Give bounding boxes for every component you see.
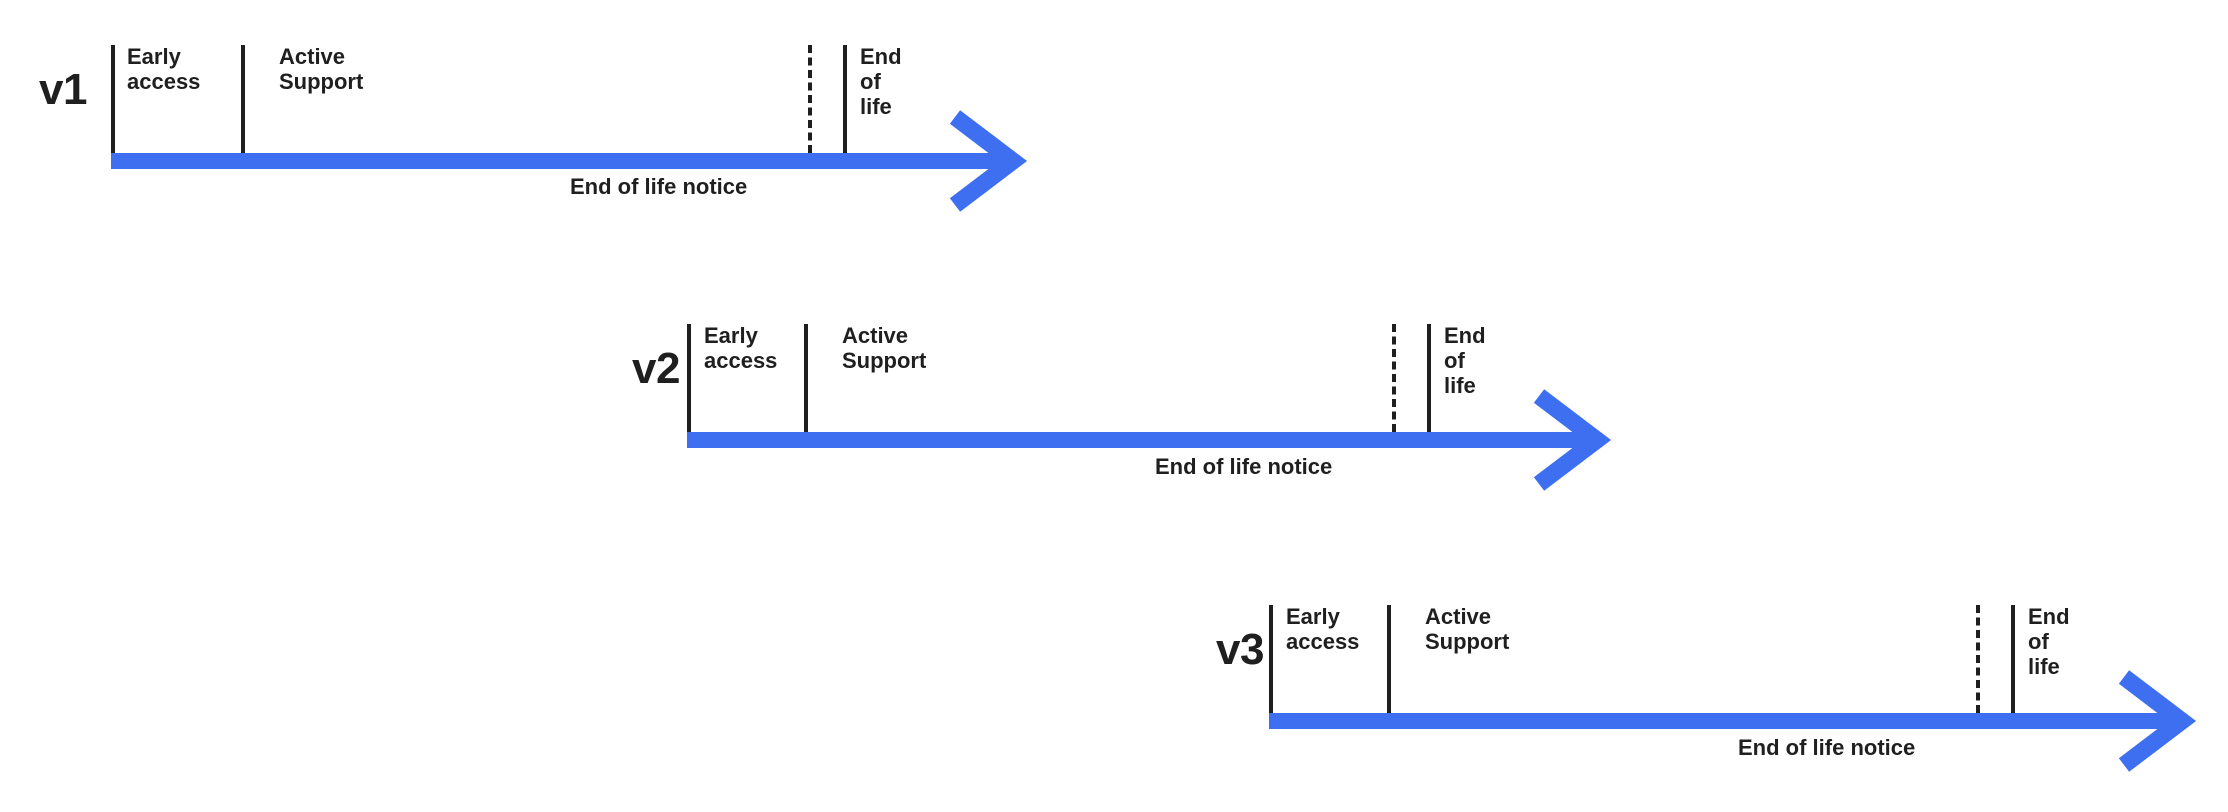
phase-divider-end-of-life [843, 45, 847, 153]
phase-divider-notice-start [808, 45, 812, 153]
phase-divider-end-of-life [2011, 605, 2015, 713]
arrow-head-chevron [1533, 389, 1612, 491]
version-label-v3: v3 [1216, 625, 1264, 674]
phase-label-active-support: Active Support [1425, 604, 1510, 655]
phase-divider-early-access [687, 324, 691, 432]
phase-label-active-support: Active Support [842, 323, 927, 374]
phase-divider-notice-start [1392, 324, 1396, 432]
arrow-head-chevron [2118, 670, 2197, 772]
phase-label-early-access: Early access [127, 44, 201, 95]
arrow-shaft [1269, 713, 2178, 729]
version-label-v2: v2 [632, 344, 680, 393]
phase-label-end-of-life: End of life [1444, 323, 1486, 399]
phase-divider-early-access [111, 45, 115, 153]
end-of-life-notice-label-v1: End of life notice [570, 174, 748, 199]
end-of-life-notice-label-v3: End of life notice [1738, 735, 1916, 760]
arrow-shaft [111, 153, 1009, 169]
arrow-shaft [687, 432, 1593, 448]
phase-label-end-of-life: End of life [860, 44, 902, 120]
phase-label-early-access: Early access [704, 323, 778, 374]
timeline-arrow-v2 [687, 389, 1612, 491]
end-of-life-notice-label-v2: End of life notice [1155, 454, 1333, 479]
version-label-v1: v1 [39, 65, 87, 114]
arrow-head-chevron [949, 110, 1028, 212]
phase-divider-notice-start [1976, 605, 1980, 713]
phase-label-early-access: Early access [1286, 604, 1360, 655]
phase-divider-active-support [1387, 605, 1391, 713]
phase-divider-end-of-life [1427, 324, 1431, 432]
timeline-arrow-v3 [1269, 670, 2197, 772]
phase-divider-active-support [804, 324, 808, 432]
phase-divider-active-support [241, 45, 245, 153]
phase-label-end-of-life: End of life [2028, 604, 2070, 680]
phase-label-active-support: Active Support [279, 44, 364, 95]
phase-divider-early-access [1269, 605, 1273, 713]
timeline-arrow-v1 [111, 110, 1028, 212]
